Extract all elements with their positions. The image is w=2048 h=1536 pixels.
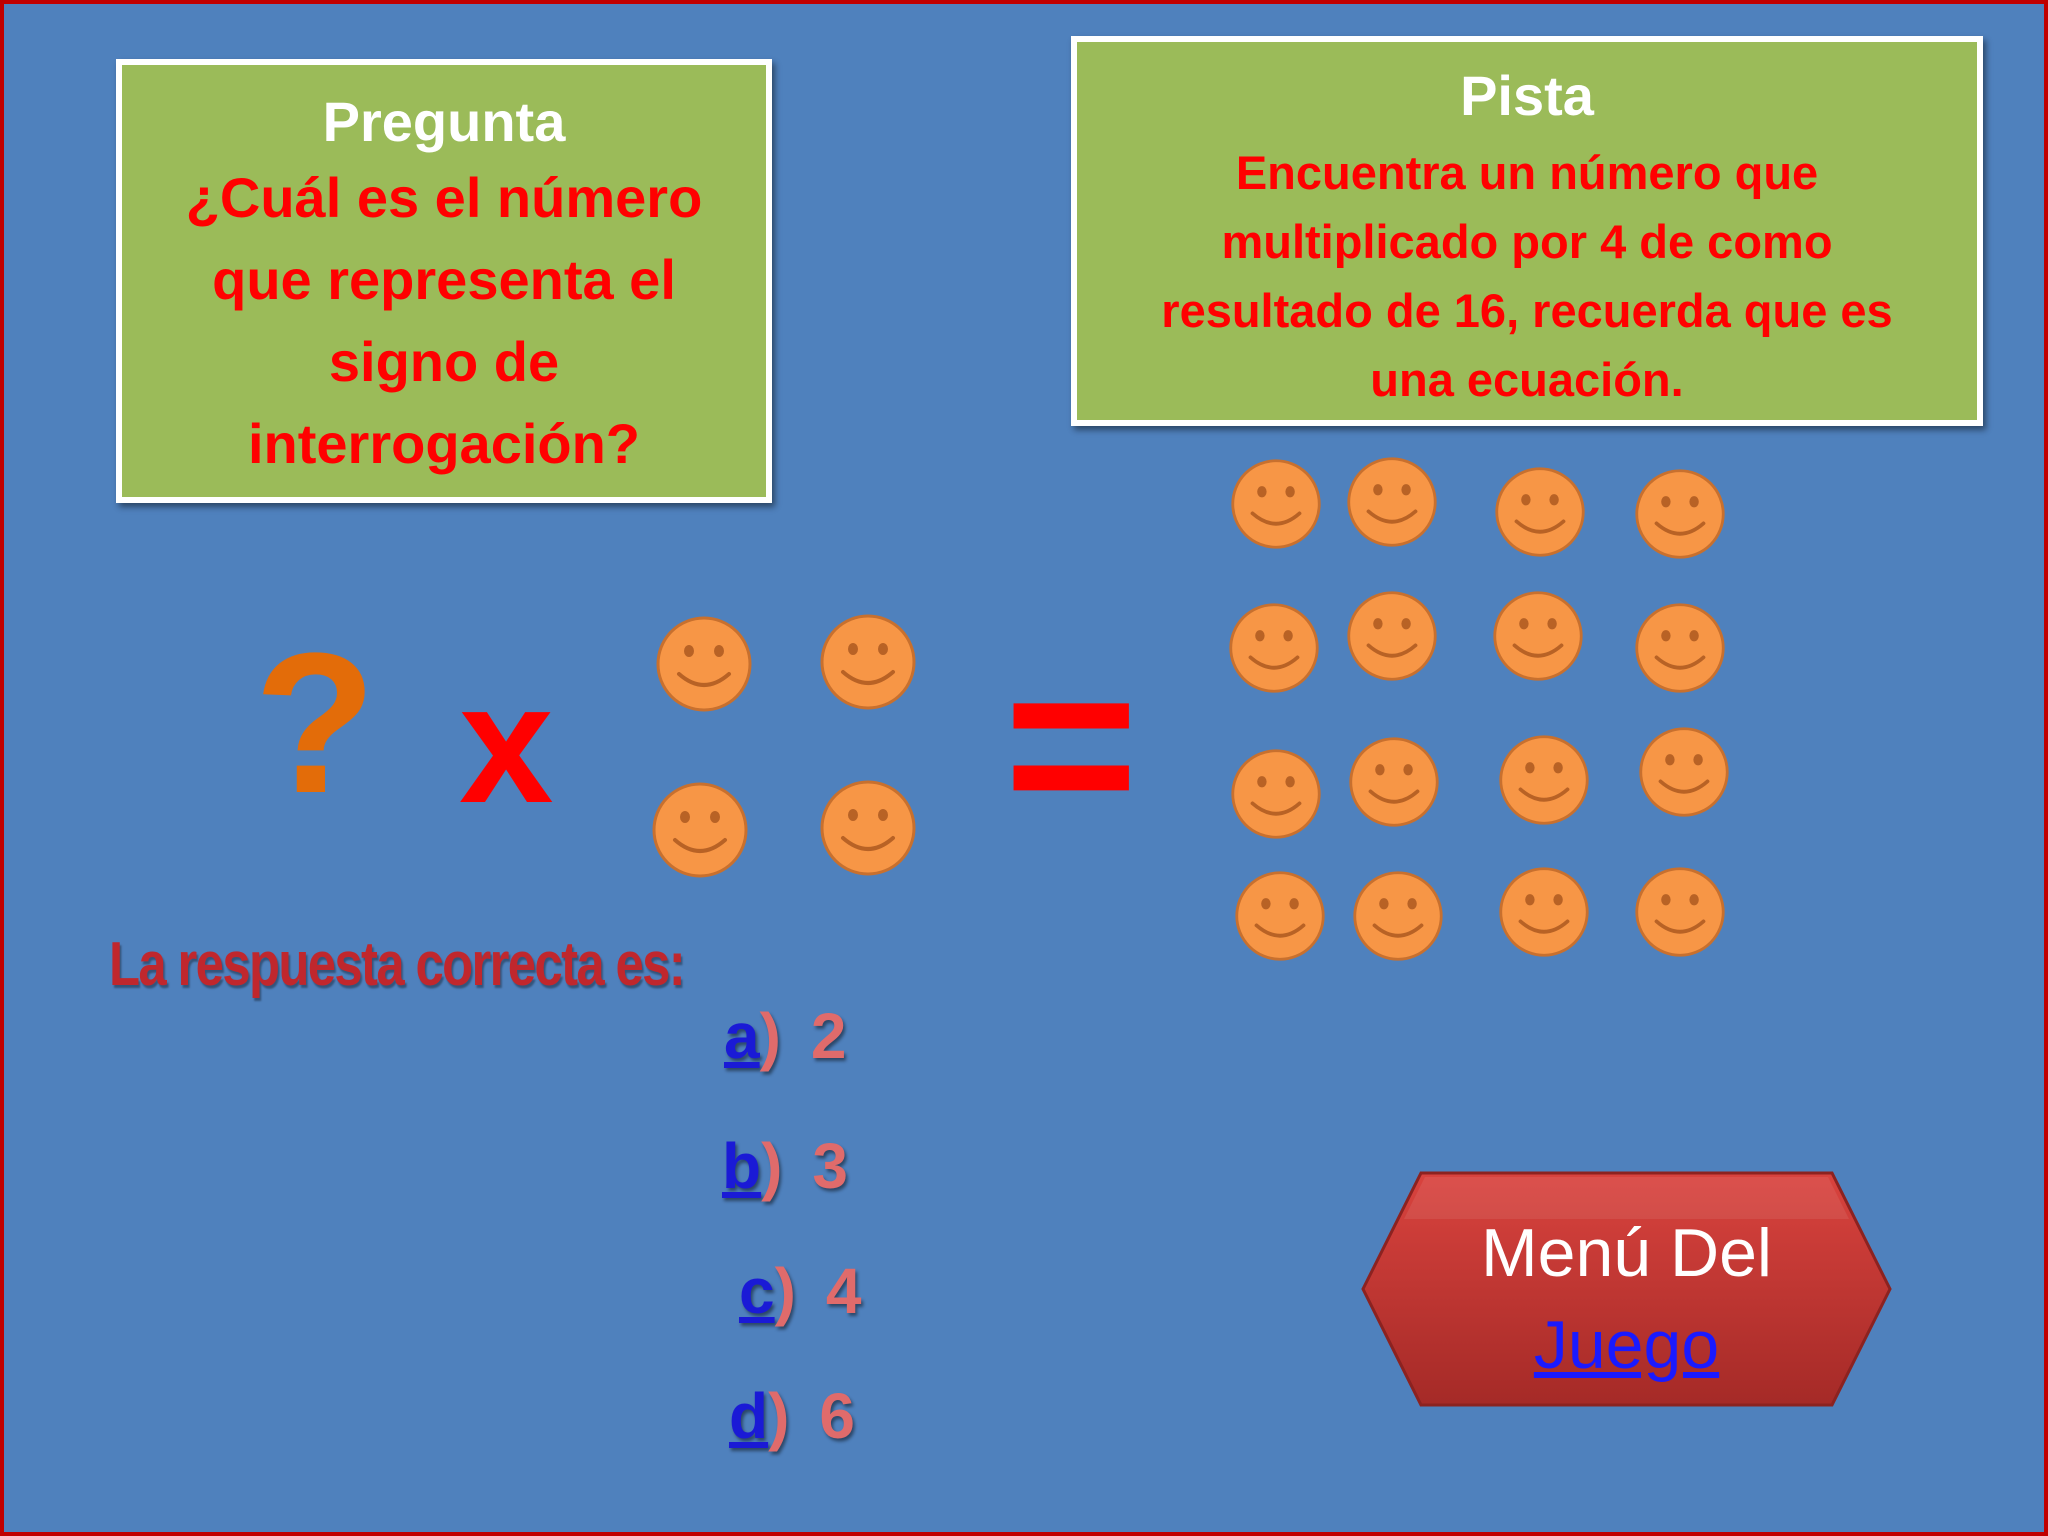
answer-value: 2	[810, 1000, 847, 1072]
smiley-face-icon	[1633, 865, 1727, 964]
slide: Pregunta ¿Cuál es el número que represen…	[4, 4, 2044, 1532]
smiley-face-icon	[1227, 601, 1321, 700]
hint-title: Pista	[1460, 64, 1594, 127]
answer-option-c: c) 4	[739, 1254, 862, 1328]
menu-button[interactable]: Menú Del Juego	[1359, 1169, 1894, 1409]
menu-label: Menú Del Juego	[1359, 1207, 1894, 1391]
answer-link-c[interactable]: c	[739, 1255, 775, 1327]
multiply-symbol: x	[459, 649, 554, 839]
answer-value: 4	[825, 1255, 862, 1327]
smiley-face-icon	[1345, 589, 1439, 688]
answer-value: 6	[819, 1380, 855, 1452]
answer-paren: )	[759, 1000, 781, 1072]
smiley-face-icon	[1345, 455, 1439, 554]
answer-link-b[interactable]: b	[722, 1130, 762, 1202]
answer-prompt: La respuesta correcta es:	[109, 930, 686, 999]
smiley-face-icon	[818, 778, 918, 883]
answer-paren: )	[768, 1380, 790, 1452]
smiley-face-icon	[1229, 747, 1323, 846]
smiley-face-icon	[1491, 589, 1585, 688]
question-title: Pregunta	[322, 90, 566, 153]
smiley-face-icon	[818, 612, 918, 717]
smiley-face-icon	[1633, 467, 1727, 566]
smiley-face-icon	[1233, 869, 1327, 968]
smiley-face-icon	[650, 780, 750, 885]
smiley-face-icon	[1351, 869, 1445, 968]
smiley-face-icon	[1633, 601, 1727, 700]
smiley-face-icon	[1229, 457, 1323, 556]
answer-option-b: b) 3	[722, 1129, 848, 1203]
hint-box: Pista Encuentra un número que multiplica…	[1071, 36, 1983, 426]
smiley-face-icon	[1497, 733, 1591, 832]
answer-paren: )	[761, 1130, 783, 1202]
smiley-face-icon	[1637, 725, 1731, 824]
question-box: Pregunta ¿Cuál es el número que represen…	[116, 59, 772, 503]
answer-link-a[interactable]: a	[724, 1000, 760, 1072]
unknown-symbol: ?	[254, 612, 377, 835]
answer-value: 3	[812, 1130, 848, 1202]
smiley-face-icon	[1493, 465, 1587, 564]
menu-label-line1: Menú Del	[1480, 1215, 1773, 1291]
answer-option-a: a) 2	[724, 999, 847, 1073]
smiley-face-icon	[654, 614, 754, 719]
equals-symbol: =	[1004, 615, 1139, 872]
question-text: ¿Cuál es el número que representa el sig…	[185, 166, 703, 475]
hint-text: Encuentra un número que multiplicado por…	[1161, 146, 1893, 406]
menu-button-shape	[1361, 1171, 1892, 1407]
smiley-face-icon	[1497, 865, 1591, 964]
answer-option-d: d) 6	[729, 1379, 855, 1453]
menu-link[interactable]: Juego	[1533, 1307, 1720, 1383]
answer-link-d[interactable]: d	[729, 1380, 769, 1452]
smiley-face-icon	[1347, 735, 1441, 834]
answer-paren: )	[774, 1255, 796, 1327]
